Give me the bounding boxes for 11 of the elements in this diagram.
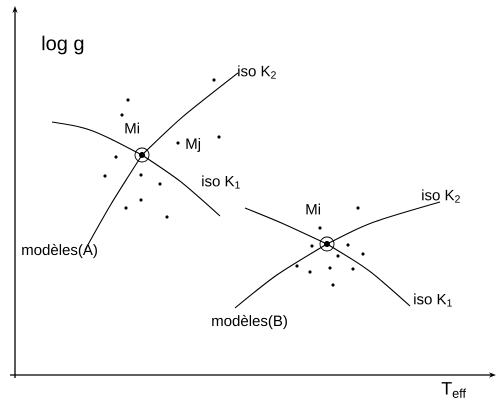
curve-label: iso K$_{2}$ — [422, 189, 460, 203]
axis-label: log g — [42, 36, 84, 54]
curve-label: modèles(A) — [22, 244, 97, 258]
axis-label: T$_{eff}$ — [442, 382, 466, 398]
curve-label: iso K$_{2}$ — [238, 65, 276, 79]
curve-label: modèles(B) — [212, 314, 287, 330]
curve-label: iso K$_{1}$ — [202, 175, 240, 189]
point-label: Mi — [125, 122, 140, 134]
curve-label: iso K$_{1}$ — [414, 293, 452, 307]
point-label: Mi — [306, 204, 320, 214]
point-label: Mj — [186, 138, 200, 152]
